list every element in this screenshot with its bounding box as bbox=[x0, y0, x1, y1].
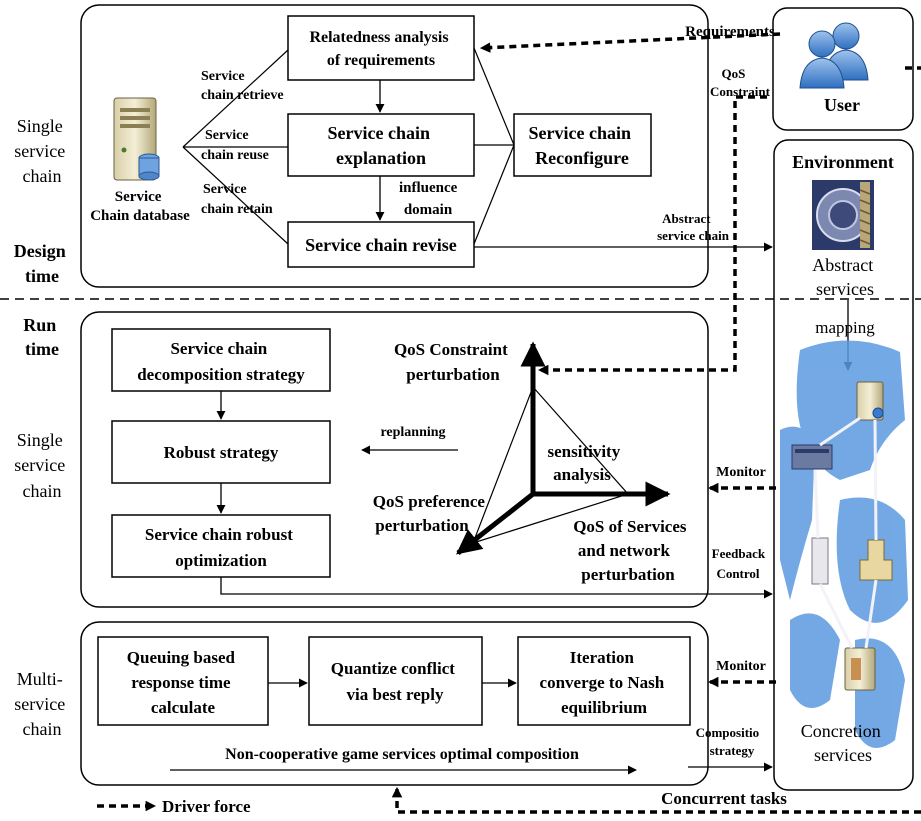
reconfigure-link-bottom bbox=[473, 144, 515, 245]
world-map-background bbox=[780, 340, 908, 748]
qos-preference-label: QoS preference perturbation bbox=[373, 492, 489, 535]
abstract-services-icon bbox=[812, 180, 874, 250]
requirements-arrow bbox=[479, 32, 781, 53]
influence-label: influence domain bbox=[399, 180, 461, 218]
sensitivity-axes bbox=[456, 341, 671, 555]
retain-link bbox=[182, 146, 289, 245]
composition-strategy-label: Compositio strategy bbox=[696, 725, 763, 758]
reuse-label: Service chain reuse bbox=[201, 128, 269, 163]
queuing-box bbox=[97, 636, 269, 726]
qos-constraint-label: QoS Constraint bbox=[710, 66, 771, 99]
sensitivity-analysis-label: sensitivity analysis bbox=[548, 442, 625, 484]
run-single-chain-label: Single service chain bbox=[14, 430, 69, 501]
concurrent-tasks-arrow bbox=[391, 786, 921, 814]
concurrent-tasks-label: Concurrent tasks bbox=[661, 789, 787, 808]
run-time-label: Run time bbox=[23, 315, 61, 359]
qos-constraint-arrow bbox=[537, 95, 767, 376]
robust-strategy-text: Robust strategy bbox=[164, 443, 279, 462]
feedback-control-label: Feedback Control bbox=[712, 546, 769, 581]
abstract-services-label: Abstract services bbox=[812, 255, 877, 299]
environment-panel bbox=[773, 139, 914, 791]
requirements-label: Requirements bbox=[685, 24, 775, 40]
reconfigure-link-top bbox=[473, 47, 515, 146]
qos-services-label: QoS of Services and network perturbation bbox=[573, 517, 691, 584]
decomposition-box bbox=[111, 328, 331, 392]
design-single-chain-label: Single service chain bbox=[14, 116, 69, 186]
feedback-control-arrow bbox=[220, 577, 773, 599]
users-icon bbox=[799, 22, 869, 89]
runtime-panel bbox=[80, 311, 709, 608]
monitor-label-runtime: Monitor bbox=[716, 465, 766, 480]
iteration-text: Iteration converge to Nash equilibrium bbox=[540, 648, 669, 717]
multi-chain-label: Multi- service chain bbox=[14, 669, 69, 739]
retain-label: Service chain retain bbox=[201, 182, 273, 217]
quantize-box bbox=[308, 636, 483, 726]
user-panel bbox=[772, 7, 914, 131]
robust-optimization-text: Service chain robust optimization bbox=[145, 525, 297, 570]
explanation-box bbox=[287, 113, 475, 177]
robust-optimization-box bbox=[111, 514, 331, 578]
service-network-icons bbox=[791, 381, 893, 691]
qos-constraint-perturbation-label: QoS Constraint perturbation bbox=[394, 340, 512, 384]
monitor-label-multi: Monitor bbox=[716, 659, 766, 674]
quantize-text: Quantize conflict via best reply bbox=[331, 659, 459, 704]
relatedness-box bbox=[287, 15, 475, 81]
retrieve-link bbox=[182, 49, 289, 148]
legend-driver-force-label: Driver force bbox=[162, 797, 251, 816]
mapping-label: mapping bbox=[815, 318, 875, 337]
queuing-text: Queuing based response time calculate bbox=[127, 648, 239, 717]
revise-text: Service chain revise bbox=[305, 235, 457, 255]
design-time-panel bbox=[80, 4, 709, 288]
multi-service-panel bbox=[80, 621, 709, 786]
user-label: User bbox=[824, 95, 860, 115]
replanning-label: replanning bbox=[380, 425, 445, 440]
abstract-chain-label: Abstract service chain bbox=[657, 211, 730, 243]
reconfigure-text: Service chain Reconfigure bbox=[529, 123, 636, 168]
database-server-icon bbox=[113, 97, 160, 181]
robust-strategy-box bbox=[111, 420, 331, 484]
noncooperative-label: Non-cooperative game services optimal co… bbox=[225, 746, 579, 763]
explanation-text: Service chain explanation bbox=[328, 123, 435, 168]
decomposition-text: Service chain decomposition strategy bbox=[137, 339, 305, 384]
relatedness-text: Relatedness analysis of requirements bbox=[309, 29, 452, 69]
retrieve-label: Service chain retrieve bbox=[201, 69, 284, 103]
design-time-label: Design time bbox=[14, 241, 71, 286]
environment-label: Environment bbox=[792, 152, 894, 172]
iteration-box bbox=[517, 636, 691, 726]
revise-box bbox=[287, 221, 475, 268]
database-label: Service Chain database bbox=[90, 189, 190, 224]
concretion-services-label: Concretion services bbox=[801, 721, 885, 765]
